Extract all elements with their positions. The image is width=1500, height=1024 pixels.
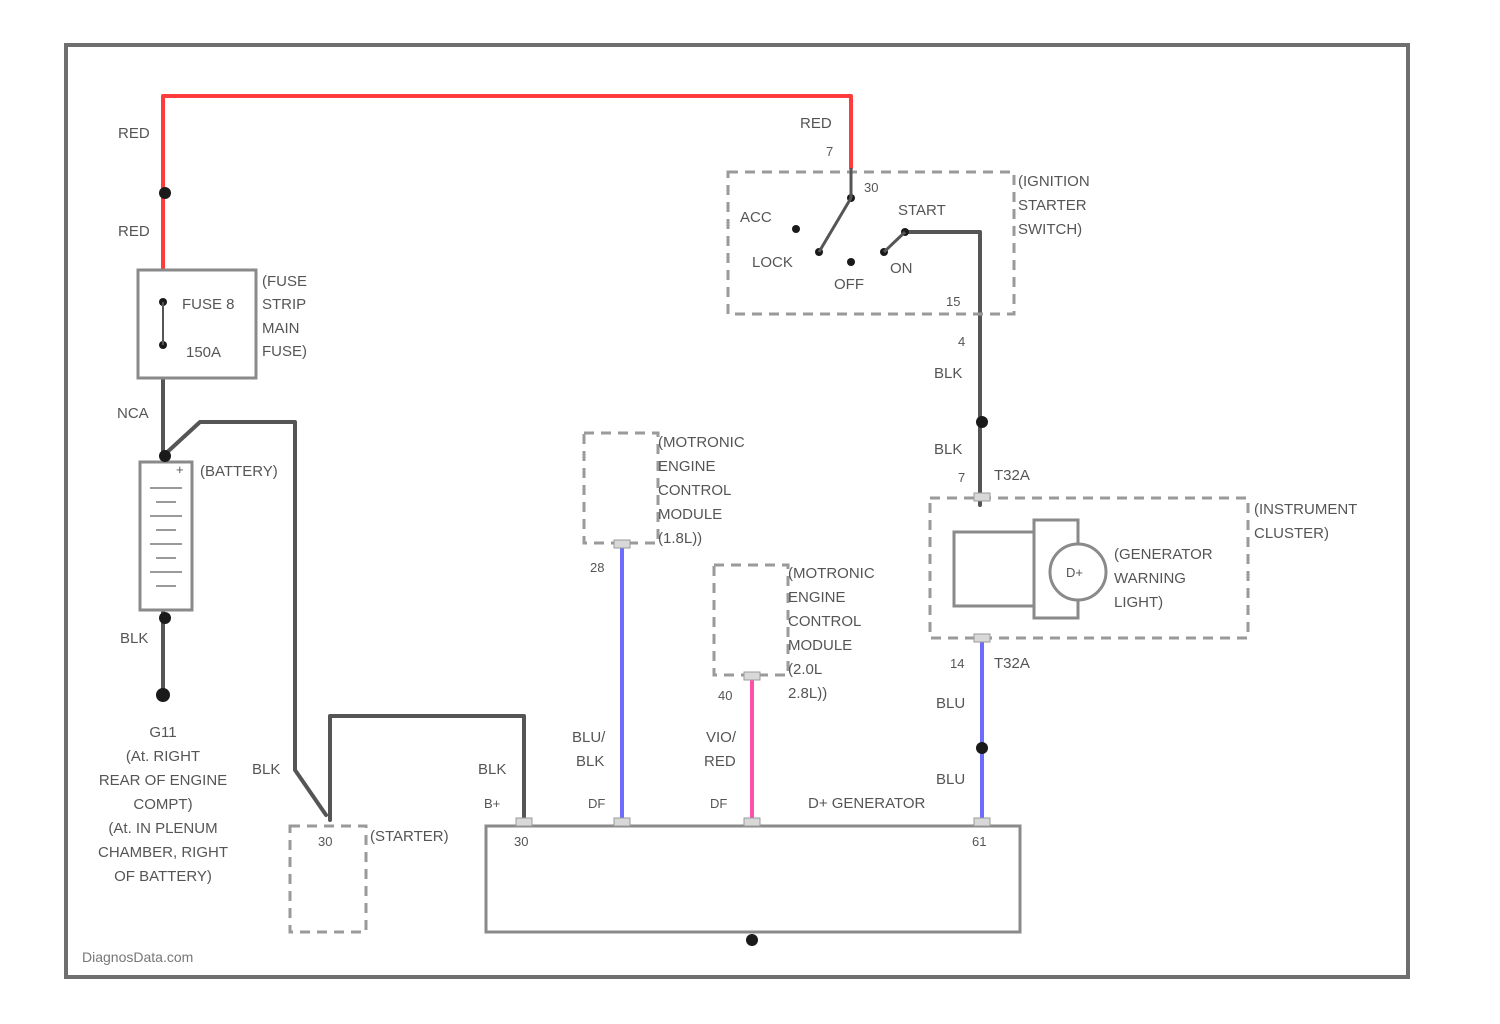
generator-pin-df [614,818,630,826]
splice-battery-positive [159,450,171,462]
lamp-label-2: WARNING [1114,570,1186,587]
generator-term-dfm: DF [710,796,727,811]
cluster-pin-bottom [974,634,990,642]
cluster-label-2: CLUSTER) [1254,525,1329,542]
wire-label-blk-battery-neg: BLK [120,630,148,647]
generator-box [486,826,1020,932]
cluster-pin-bottom-conn: T32A [994,655,1030,672]
lamp-symbol: D+ [1066,565,1083,580]
fuse-label-3: MAIN [262,320,300,337]
wire-label-blu-cluster: BLU [936,695,965,712]
cluster-label-1: (INSTRUMENT [1254,501,1357,518]
battery-box [140,462,192,610]
wire-label-blk-ground-starter: BLK [252,761,280,778]
lamp-label-3: LIGHT) [1114,594,1163,611]
wire-label-nca: NCA [117,405,149,422]
cluster-pin-top [974,493,990,501]
ground-note-4: (At. IN PLENUM [108,820,217,837]
splice-red [159,187,171,199]
ecm2-label-4: MODULE [788,637,852,654]
battery-label: (BATTERY) [200,463,278,480]
battery-pin-label: + [176,462,184,477]
wire-label-blu-blk-1: BLU/ [572,729,606,746]
fuse-pin-top-label: FUSE 8 [182,296,235,313]
wire-label-blu-blk-2: BLK [576,753,604,770]
wire-label-red-2: RED [118,223,150,240]
switch-acc-contact [792,225,800,233]
ecm1-label-1: (MOTRONIC [658,434,745,451]
fuse-strip-box [138,270,256,378]
switch-pin-in-term: 7 [826,144,833,159]
switch-label-2: STARTER [1018,197,1087,214]
ecm1-label-3: CONTROL [658,482,731,499]
ecm2-pin-40 [744,672,760,680]
generator-term-df: DF [588,796,605,811]
switch-pos-acc: ACC [740,209,772,226]
generator-pin-b [516,818,532,826]
wire-label-blk-generator-b: BLK [478,761,506,778]
wire-label-blu-generator: BLU [936,771,965,788]
lamp-label-1: (GENERATOR [1114,546,1213,563]
switch-pos-off: OFF [834,276,864,293]
ground-note-2: REAR OF ENGINE [99,772,227,789]
wire-label-red-1: RED [118,125,150,142]
generator-pin-d [974,818,990,826]
cluster-pin-top-conn: T32A [994,467,1030,484]
fuse-label-4: FUSE) [262,343,307,360]
switch-off-contact [847,258,855,266]
ecm2-label-5: (2.0L [788,661,822,678]
ecm1-label-5: (1.8L)) [658,530,702,547]
ecm2-label-1: (MOTRONIC [788,565,875,582]
switch-pin-out: 15 [946,294,960,309]
ecm2-label-2: ENGINE [788,589,846,606]
ecm2-pin-label: 40 [718,688,732,703]
generator-ground-dot [746,934,758,946]
ecm1-pin-label: 28 [590,560,604,575]
ground-point-g11 [156,688,170,702]
watermark: DiagnosData.com [82,949,193,965]
generator-label: D+ GENERATOR [808,795,926,812]
ecm1-pin-28 [614,540,630,548]
fuse-pin-bottom-label: 150A [186,344,221,361]
starter-label: (STARTER) [370,828,449,845]
wire-label-blk-switch-2: BLK [934,441,962,458]
ecm2-label-6: 2.8L)) [788,685,827,702]
ground-note-3: COMPT) [133,796,192,813]
ecm1-label-2: ENGINE [658,458,716,475]
ground-note-1: (At. RIGHT [126,748,200,765]
ecm2-label-3: CONTROL [788,613,861,630]
switch-pos-on: ON [890,260,913,277]
switch-label-3: SWITCH) [1018,221,1082,238]
ground-id: G11 [149,724,176,741]
cluster-module-block [954,532,1036,606]
splice-blu-generator [976,742,988,754]
cluster-pin-top-num: 7 [958,470,965,485]
switch-label-1: (IGNITION [1018,173,1090,190]
switch-pos-lock: LOCK [752,254,793,271]
splice-battery-negative [159,612,171,624]
generator-pin-dfm [744,818,760,826]
generator-pin-d-num: 61 [972,834,986,849]
wire-label-vio-red-1: VIO/ [706,729,737,746]
fuse-label-1: (FUSE [262,273,307,290]
ground-note-6: OF BATTERY) [114,868,212,885]
wire-label-blk-switch-1: BLK [934,365,962,382]
generator-pin-b-num: 30 [514,834,528,849]
switch-pos-start: START [898,202,946,219]
ecm1-label-4: MODULE [658,506,722,523]
splice-blk-switch [976,416,988,428]
starter-pin-label: 30 [318,834,332,849]
wire-label-vio-red-2: RED [704,753,736,770]
switch-pin-out-term: 4 [958,334,965,349]
ground-note-5: CHAMBER, RIGHT [98,844,228,861]
fuse-label-2: STRIP [262,296,306,313]
wire-label-red-switch: RED [800,115,832,132]
cluster-pin-bottom-num: 14 [950,656,964,671]
generator-term-b: B+ [484,796,500,811]
switch-pin-in: 30 [864,180,878,195]
